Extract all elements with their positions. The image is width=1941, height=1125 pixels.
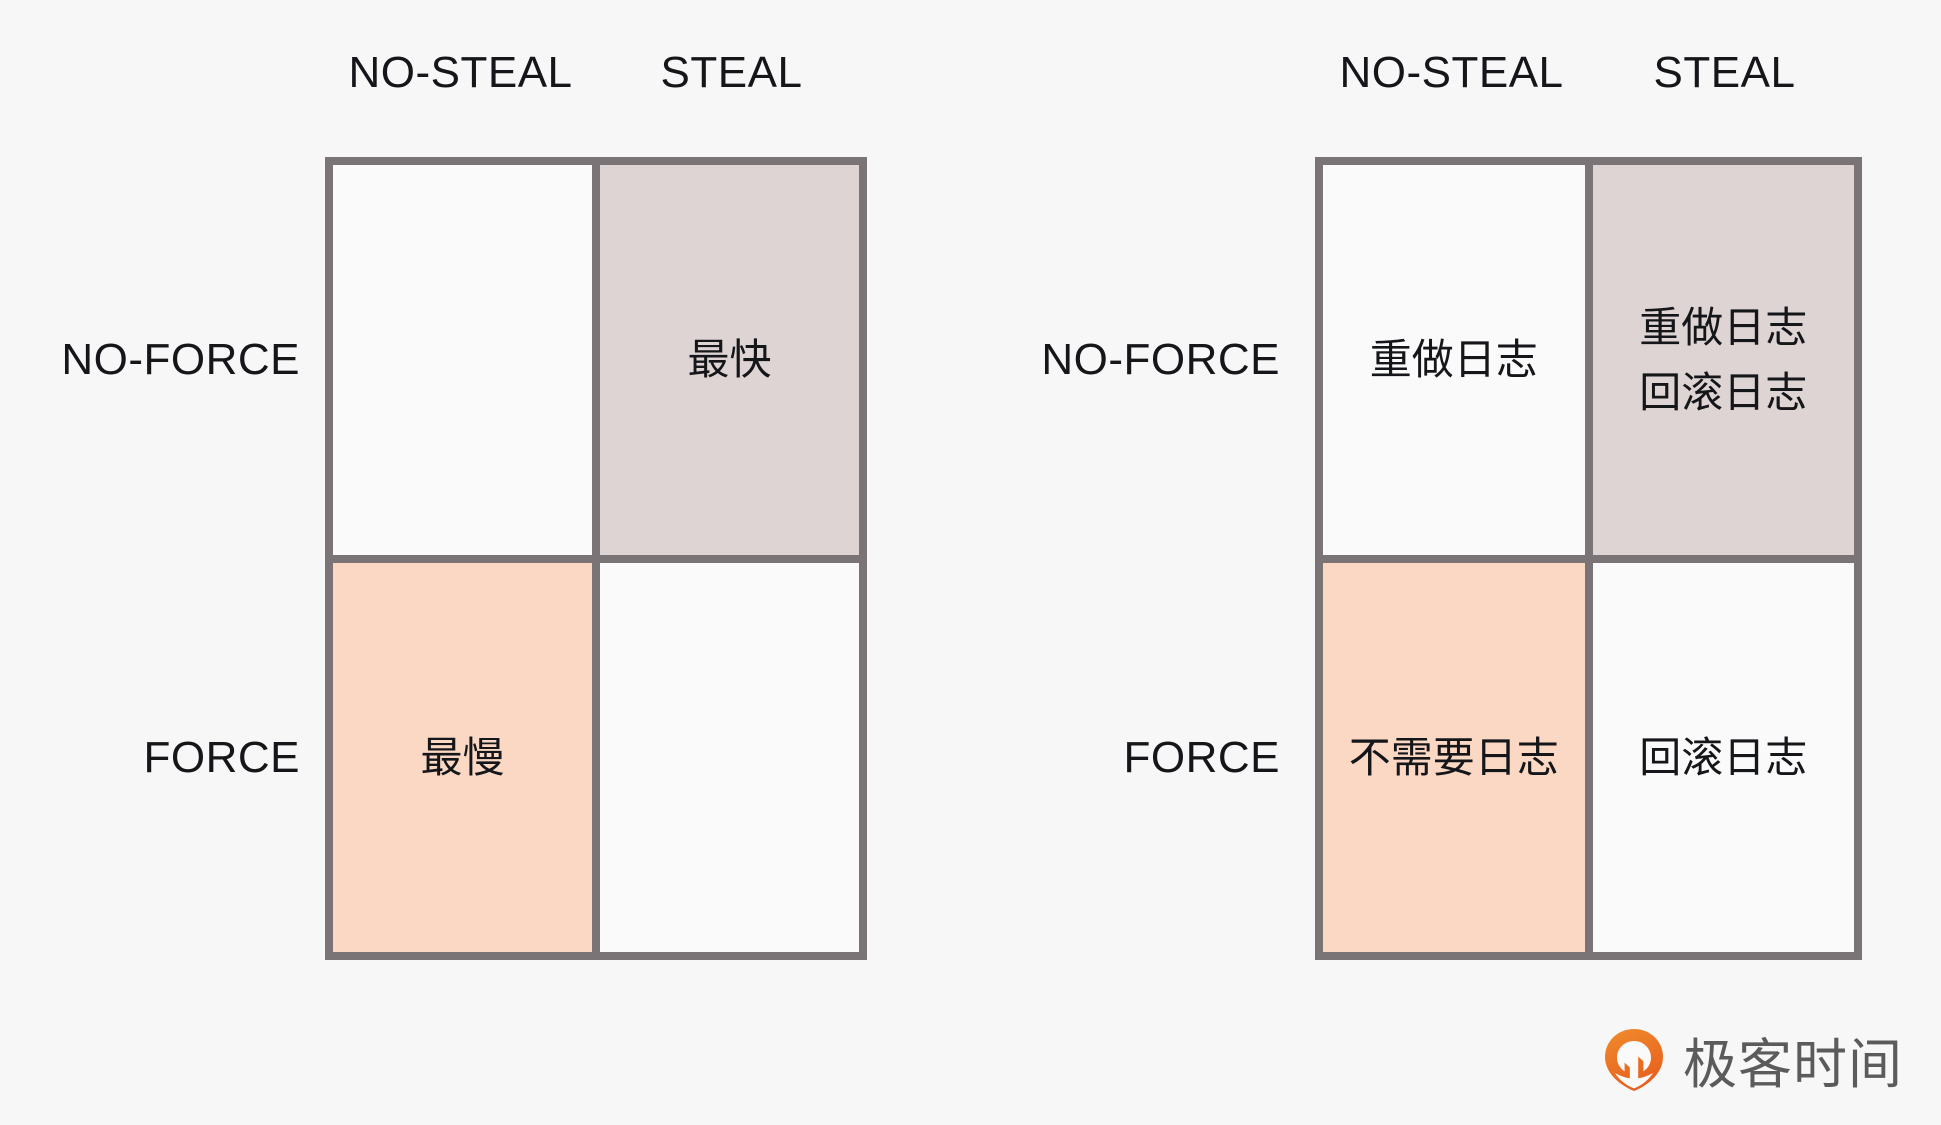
row-label-no-force: NO-FORCE — [1041, 335, 1280, 384]
watermark: 极客时间 — [1601, 1020, 1903, 1099]
cell-force-steal: 回滚日志 — [1592, 562, 1854, 952]
cell-force-no-steal: 最慢 — [333, 562, 592, 952]
cell-no-force-no-steal: 重做日志 — [1323, 165, 1585, 555]
row-label-force: FORCE — [143, 733, 300, 782]
cell-no-force-no-steal — [333, 165, 592, 555]
column-header-no-steal: NO-STEAL — [348, 48, 573, 97]
column-header-no-steal: NO-STEAL — [1339, 48, 1564, 97]
cell-text-line: 最慢 — [420, 733, 505, 781]
cell-text-line: 回滚日志 — [1639, 733, 1808, 781]
cell-text-line: 不需要日志 — [1348, 733, 1559, 781]
cell-text-line: 重做日志 — [1639, 303, 1808, 351]
cell-text-line: 回滚日志 — [1639, 368, 1808, 416]
column-header-steal: STEAL — [1653, 48, 1796, 97]
row-label-force: FORCE — [1123, 733, 1280, 782]
geektime-logo-icon — [1601, 1027, 1667, 1093]
cell-text-line: 重做日志 — [1369, 336, 1538, 384]
cell-force-steal — [600, 562, 859, 952]
cell-force-no-steal: 不需要日志 — [1323, 562, 1585, 952]
column-header-steal: STEAL — [660, 48, 803, 97]
logging-matrix-grid: 重做日志 重做日志 回滚日志 不需要日志 回滚日志 — [1315, 157, 1862, 960]
performance-matrix-column-headers: NO-STEAL STEAL — [325, 48, 867, 98]
cell-no-force-steal: 重做日志 回滚日志 — [1592, 165, 1854, 555]
watermark-text: 极客时间 — [1683, 1033, 1903, 1096]
cell-no-force-steal: 最快 — [600, 165, 859, 555]
logging-matrix-column-headers: NO-STEAL STEAL — [1315, 48, 1862, 98]
row-label-no-force: NO-FORCE — [61, 335, 300, 384]
performance-matrix-grid: 最快 最慢 — [325, 157, 867, 960]
cell-text-line: 最快 — [687, 336, 772, 384]
